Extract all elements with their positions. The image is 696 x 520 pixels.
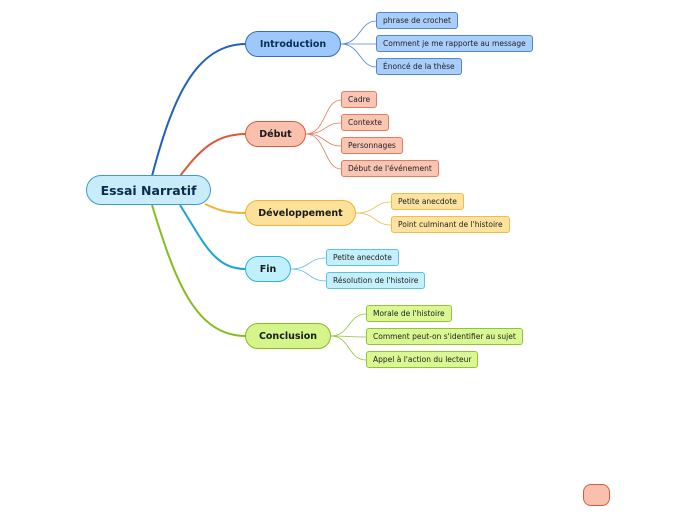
leaf-point-culminant[interactable]: Point culminant de l'histoire	[391, 216, 510, 233]
branch-developpement[interactable]: Développement	[245, 200, 356, 226]
leaf-cadre[interactable]: Cadre	[341, 91, 378, 108]
connector-root-conclusion	[151, 204, 247, 337]
leaf-petite-anecdote-dev[interactable]: Petite anecdote	[391, 193, 464, 210]
connector-conclusion-leaf-2	[330, 335, 367, 338]
branch-fin[interactable]: Fin	[245, 256, 291, 282]
connector-debut-leaf-2	[305, 122, 342, 135]
connector-debut-leaf-4	[305, 133, 342, 170]
connector-fin-leaf-2	[290, 268, 327, 282]
leaf-debut-evenement[interactable]: Début de l'événement	[341, 160, 439, 177]
leaf-sidentifier[interactable]: Comment peut-on s'identifier au sujet	[366, 328, 523, 345]
root-topic[interactable]: Essai Narratif	[86, 175, 211, 205]
connector-root-introduction	[151, 43, 247, 177]
connector-root-fin	[179, 204, 247, 270]
leaf-appel-action[interactable]: Appel à l'action du lecteur	[366, 351, 479, 368]
connector-fin-leaf-1	[290, 257, 327, 270]
connector-debut-leaf-3	[305, 133, 342, 147]
connector-root-developpement	[204, 203, 247, 214]
leaf-enonce-these[interactable]: Énoncé de la thèse	[376, 58, 462, 75]
leaf-petite-anecdote-fin[interactable]: Petite anecdote	[326, 249, 399, 266]
connector-conclusion-leaf-3	[330, 335, 367, 361]
leaf-contexte[interactable]: Contexte	[341, 114, 389, 131]
leaf-morale[interactable]: Morale de l'histoire	[366, 305, 452, 322]
connector-introduction-leaf-1	[340, 20, 377, 45]
leaf-comment-je-me-rapporte[interactable]: Comment je me rapporte au message	[376, 35, 533, 52]
connector-conclusion-leaf-1	[330, 313, 367, 337]
branch-debut[interactable]: Début	[245, 121, 306, 147]
connector-debut-leaf-1	[305, 99, 342, 135]
leaf-personnages[interactable]: Personnages	[341, 137, 403, 154]
branch-conclusion[interactable]: Conclusion	[245, 323, 331, 349]
connector-developpement-leaf-2	[355, 212, 392, 226]
connector-developpement-leaf-1	[355, 201, 392, 214]
leaf-resolution[interactable]: Résolution de l'histoire	[326, 272, 426, 289]
branch-introduction[interactable]: Introduction	[245, 31, 341, 57]
leaf-phrase-de-crochet[interactable]: phrase de crochet	[376, 12, 458, 29]
floating-topic[interactable]	[583, 484, 610, 506]
connector-introduction-leaf-3	[340, 43, 377, 68]
connector-root-debut	[179, 133, 247, 177]
